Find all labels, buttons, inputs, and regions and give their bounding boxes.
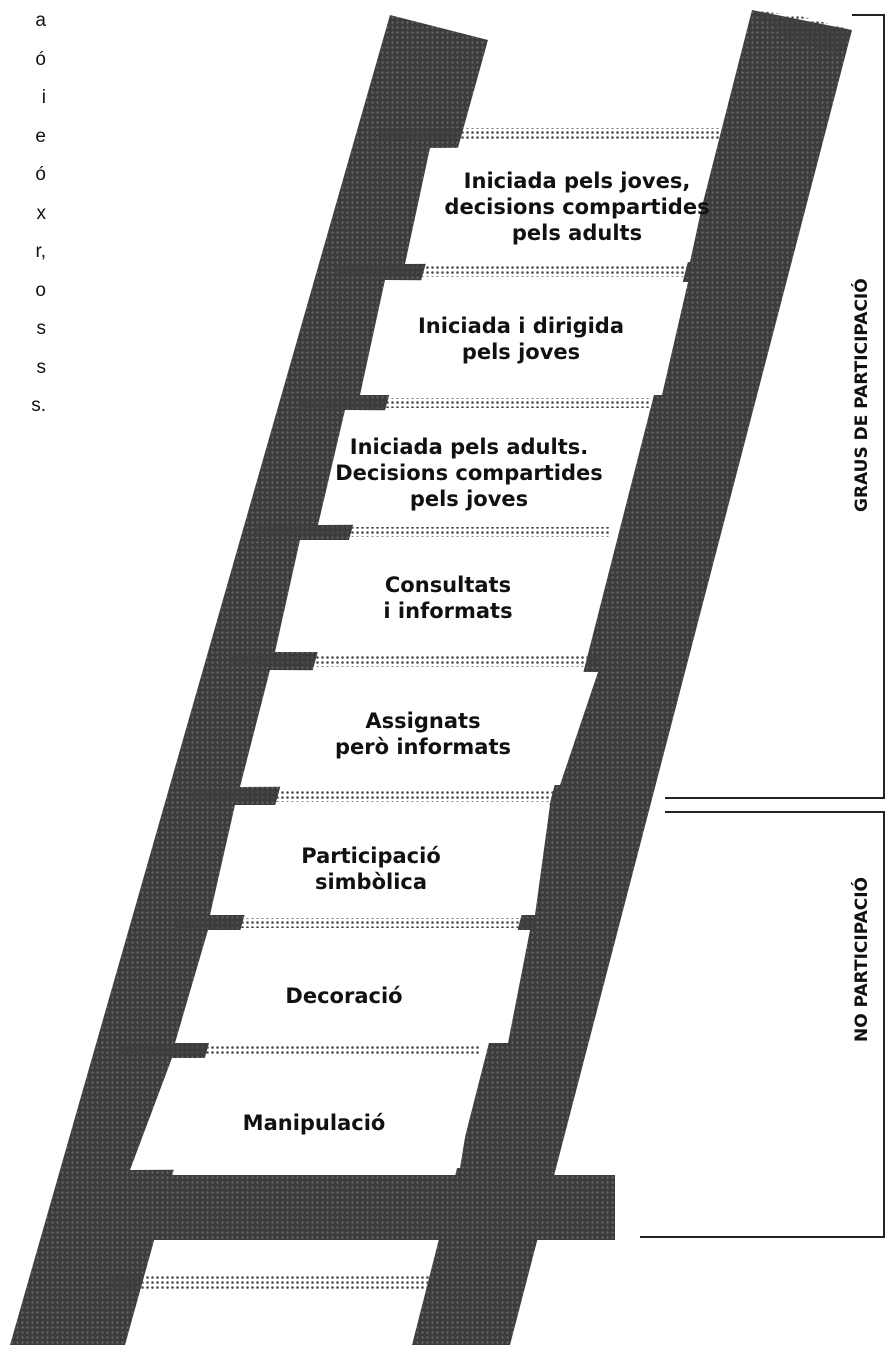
margin-text-fragment: i [41, 87, 46, 108]
rung-label-6: Iniciada pels adults.Decisions compartid… [335, 435, 603, 511]
rung-label-2: Decoració [285, 984, 403, 1008]
ladder-right-rail [412, 10, 852, 1345]
rung-label-1: Manipulació [242, 1111, 386, 1135]
ladder-rungs [120, 128, 720, 1056]
margin-text-fragment: x [36, 202, 47, 224]
margin-text-fragment: r, [35, 241, 46, 262]
ladder-right-rail-tip [752, 10, 852, 55]
margin-text-fragment: ó [35, 164, 46, 185]
margin-text-fragment: a [35, 10, 46, 31]
ladder-left-rail [10, 15, 488, 1345]
margin-text-fragment: o [35, 279, 46, 301]
non-participation-bracket [640, 811, 885, 1238]
margin-text-fragment: s. [31, 395, 46, 416]
ladder-base-shadow [110, 1275, 430, 1289]
margin-text-fragment: s [36, 318, 47, 339]
margin-text-fragment: s [36, 356, 47, 378]
participation-group-title: GRAUS DE PARTICIPACIÓ [852, 278, 872, 512]
rung-label-8: Iniciada pels joves,decisions compartide… [444, 169, 710, 245]
ladder-base [80, 1175, 615, 1240]
margin-text-fragment: e [35, 125, 46, 147]
rung-panels [130, 146, 715, 1170]
participation-bracket [665, 14, 885, 799]
margin-text-fragment: ó [35, 48, 46, 70]
non-participation-group-title: NO PARTICIPACIÓ [852, 876, 872, 1042]
